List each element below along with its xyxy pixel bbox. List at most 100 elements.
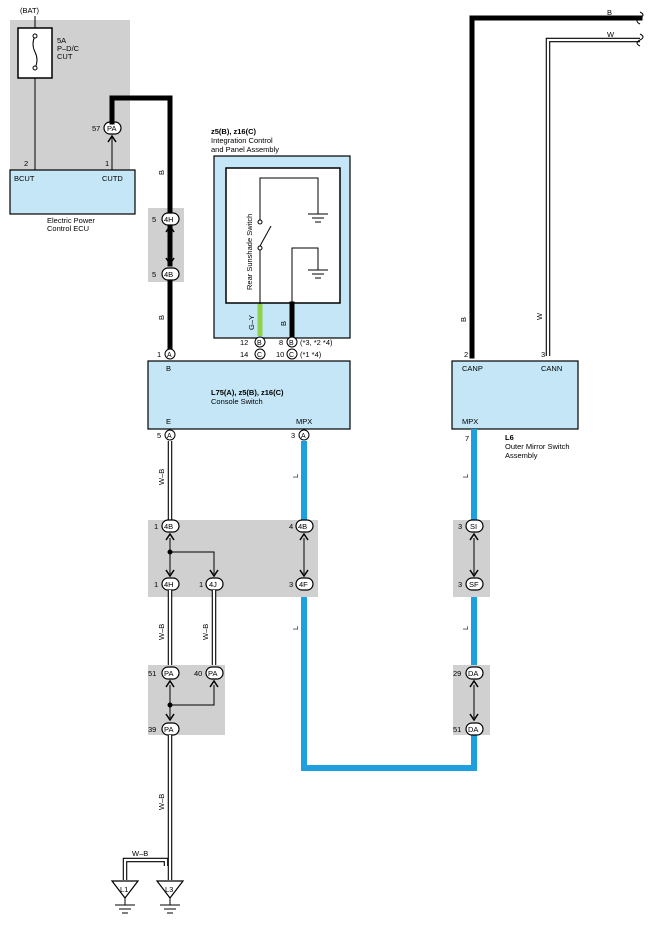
connector-arrow-icon	[165, 679, 175, 688]
junction-dot	[167, 702, 173, 708]
pa40-pin: 40	[194, 669, 202, 678]
wire-l-label-3: L	[461, 474, 470, 478]
wire-wb-label-5: W–B	[132, 849, 148, 858]
b4r-conn: 4B	[298, 522, 307, 531]
console-code: L75(A), z5(B), z16(C)	[211, 388, 284, 397]
ecu-name-line2: Control ECU	[47, 224, 89, 233]
mirror-name-line1: Outer Mirror Switch	[505, 442, 570, 451]
int-row2-note: (*1 *4)	[300, 350, 322, 359]
console-pin-mpx: MPX	[296, 417, 312, 426]
fuse-rating: 5A	[57, 36, 66, 45]
wire-wb-label-1: W–B	[157, 469, 166, 485]
mirror-name-line2: Assembly	[505, 451, 538, 460]
h4l-pin: 1	[154, 580, 158, 589]
mirror-canp-no: 2	[464, 350, 468, 359]
fuse-name-line2: CUT	[57, 52, 73, 61]
mirror-pin-mpx: MPX	[462, 417, 478, 426]
j4-conn: 4J	[209, 580, 217, 589]
sf-conn: SF	[469, 580, 479, 589]
wire-b-mirror	[469, 15, 643, 359]
connector-arrow-icon	[209, 569, 219, 578]
connector-arrow-icon	[107, 134, 117, 143]
j4-pin: 1	[199, 580, 203, 589]
b4l-conn: 4B	[164, 522, 173, 531]
mirror-pin-canp: CANP	[462, 364, 483, 373]
wire-gy-label: G–Y	[247, 315, 256, 330]
mirror-mpx-no: 7	[465, 434, 469, 443]
pa51-conn: PA	[164, 669, 173, 678]
ground-l3-label: L3	[165, 885, 173, 894]
outer-mirror-switch	[451, 360, 579, 430]
console-pin-e: E	[166, 417, 171, 426]
ecu-pin-bcut-no: 2	[24, 159, 28, 168]
ground-l3-icon	[155, 880, 185, 899]
wire-wb-label-3: W–B	[201, 624, 210, 640]
pa39-pin: 39	[148, 725, 156, 734]
ecu-pin-cutd-no: 1	[105, 159, 109, 168]
ground-l1-label: L1	[120, 885, 128, 894]
console-e-pin: 5	[157, 431, 161, 440]
b4a-pin: 5	[152, 270, 156, 279]
wire-l-label-2: L	[291, 626, 300, 630]
mirror-cann-no: 3	[541, 350, 545, 359]
si-pin: 3	[458, 522, 462, 531]
rear-sunshade-switch-box	[225, 167, 341, 304]
console-b-pin: 1	[157, 350, 161, 359]
int-row1-right-pin: 8	[279, 338, 283, 347]
connector-arrow-icon	[469, 713, 479, 722]
int-row1-left-pin: 12	[240, 338, 248, 347]
console-name: Console Switch	[211, 397, 263, 406]
int-row1-note: (*3, *2 *4)	[300, 338, 333, 347]
connector-arrow-icon	[299, 569, 309, 578]
pa51-pin: 51	[148, 669, 156, 678]
sf-pin: 3	[458, 580, 462, 589]
da29-pin: 29	[453, 669, 461, 678]
ecu-pin-cutd: CUTD	[102, 174, 123, 183]
wire-l-label-1: L	[291, 474, 300, 478]
int-row2-left-conn: C	[257, 352, 262, 359]
connector-arrow-icon	[165, 713, 175, 722]
h4a-conn: 4H	[164, 215, 174, 224]
connector-arrow-icon	[165, 569, 175, 578]
int-row1-left-conn: B	[257, 340, 262, 347]
fuse-name-line1: P–D/C	[57, 44, 80, 53]
integration-name-line1: Integration Control	[211, 136, 273, 145]
connector-arrow-icon	[469, 532, 479, 541]
si-conn: SI	[470, 522, 477, 531]
int-row1-right-conn: B	[289, 340, 294, 347]
wire-b-mirror-label: B	[459, 317, 468, 322]
battery-label: (BAT)	[20, 6, 40, 15]
wire-w-top-label: W	[607, 30, 615, 39]
da29-conn: DA	[468, 669, 478, 678]
connector-arrow-icon	[469, 679, 479, 688]
fuse-icon	[32, 35, 38, 69]
h4a-pin: 5	[152, 215, 156, 224]
b4r-pin: 4	[289, 522, 293, 531]
integration-name-line2: and Panel Assembly	[211, 145, 279, 154]
console-b-conn: A	[167, 352, 172, 359]
wire-l-label-4: L	[461, 626, 470, 630]
ground-icon	[308, 213, 328, 223]
wire-b-label-1: B	[157, 170, 166, 175]
console-mpx-pin: 3	[291, 431, 295, 440]
mirror-code: L6	[505, 433, 514, 442]
connector-arrow-icon	[209, 679, 219, 688]
wire-b-label-2: B	[157, 315, 166, 320]
wire-w-mirror-label: W	[535, 312, 544, 320]
pa39-conn: PA	[164, 725, 173, 734]
pa57-pin: 57	[92, 124, 100, 133]
electric-power-control-ecu	[9, 169, 136, 215]
console-e-conn: A	[167, 433, 172, 440]
connector-arrow-icon	[469, 569, 479, 578]
f4-pin: 3	[289, 580, 293, 589]
pa57-conn: PA	[107, 124, 116, 133]
mirror-pin-cann: CANN	[541, 364, 562, 373]
console-mpx-conn: A	[301, 433, 306, 440]
f4-conn: 4F	[299, 580, 308, 589]
b4l-pin: 1	[154, 522, 158, 531]
wire-w-mirror	[545, 37, 640, 356]
switch-icon	[259, 225, 272, 247]
connector-arrow-icon	[165, 257, 175, 266]
wire-wb-label-2: W–B	[157, 624, 166, 640]
